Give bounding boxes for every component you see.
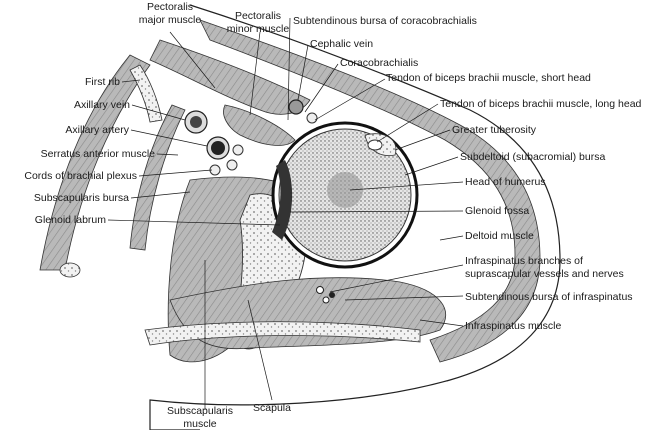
scapular-spine	[144, 321, 421, 346]
label-pectoralis-minor-1: Pectoralis	[235, 10, 281, 22]
cephalic-vein-shape	[288, 99, 304, 115]
label-brachial-plexus: Cords of brachial plexus	[24, 170, 137, 182]
label-subdeltoid-bursa: Subdeltoid (subacromial) bursa	[460, 151, 605, 163]
label-biceps-short-head: Tendon of biceps brachii muscle, short h…	[386, 72, 591, 84]
label-first-rib: First rib	[85, 76, 120, 88]
label-pectoralis-minor-2: minor muscle	[227, 23, 290, 35]
skin-outline	[149, 4, 561, 430]
label-infraspinatus-branches-1: Infraspinatus branches of	[465, 255, 583, 267]
label-subscapularis-muscle-2: muscle	[183, 418, 216, 430]
label-deltoid-muscle: Deltoid muscle	[465, 230, 534, 242]
brachial-plexus-cord-2	[226, 159, 238, 171]
label-subscapularis-muscle-1: Subscapularis	[167, 405, 233, 417]
label-serratus-anterior: Serratus anterior muscle	[41, 148, 156, 160]
suprascapular-vessel-3	[322, 296, 330, 304]
label-scapula: Scapula	[253, 402, 291, 414]
biceps-short-tendon-shape	[306, 112, 318, 124]
label-infraspinatus-branches-2: suprascapular vessels and nerves	[465, 268, 624, 280]
axillary-vein-core	[190, 116, 202, 128]
axillary-artery-core	[211, 141, 225, 155]
serratus-anterior-shape	[129, 104, 186, 251]
label-axillary-artery: Axillary artery	[65, 124, 129, 136]
label-pectoralis-major-1: Pectoralis	[147, 1, 193, 13]
label-subtendinous-bursa-infraspinatus: Subtendinous bursa of infraspinatus	[465, 291, 633, 303]
label-glenoid-fossa: Glenoid fossa	[465, 205, 529, 217]
label-coracobrachialis: Coracobrachialis	[340, 57, 418, 69]
label-pectoralis-major-2: major muscle	[139, 14, 202, 26]
label-cephalic-vein: Cephalic vein	[310, 38, 373, 50]
label-axillary-vein: Axillary vein	[74, 99, 130, 111]
label-head-of-humerus: Head of humerus	[465, 176, 546, 188]
first-rib-shape	[129, 64, 163, 123]
pectoralis-major-shape	[149, 39, 311, 115]
label-biceps-long-head: Tendon of biceps brachii muscle, long he…	[440, 98, 642, 110]
leader-lines	[107, 17, 464, 410]
suprascapular-vessel-1	[316, 286, 324, 294]
label-subscapularis-bursa: Subscapularis bursa	[34, 192, 129, 204]
chest-wall	[39, 54, 151, 271]
suprascapular-vessel-2	[329, 292, 335, 298]
label-infraspinatus-muscle: Infraspinatus muscle	[465, 320, 561, 332]
humerus-marrow	[327, 172, 363, 208]
label-glenoid-labrum: Glenoid labrum	[35, 214, 106, 226]
biceps-long-tendon-shape	[367, 139, 383, 151]
deltoid-muscle-shape	[199, 19, 541, 363]
glenoid-shape	[272, 160, 293, 240]
label-subtendinous-bursa-coracobrachialis: Subtendinous bursa of coracobrachialis	[293, 15, 477, 27]
label-greater-tuberosity: Greater tuberosity	[452, 124, 537, 136]
brachial-plexus-cord-3	[232, 144, 244, 156]
pectoralis-minor-shape	[223, 104, 296, 146]
rib-section	[59, 262, 81, 278]
